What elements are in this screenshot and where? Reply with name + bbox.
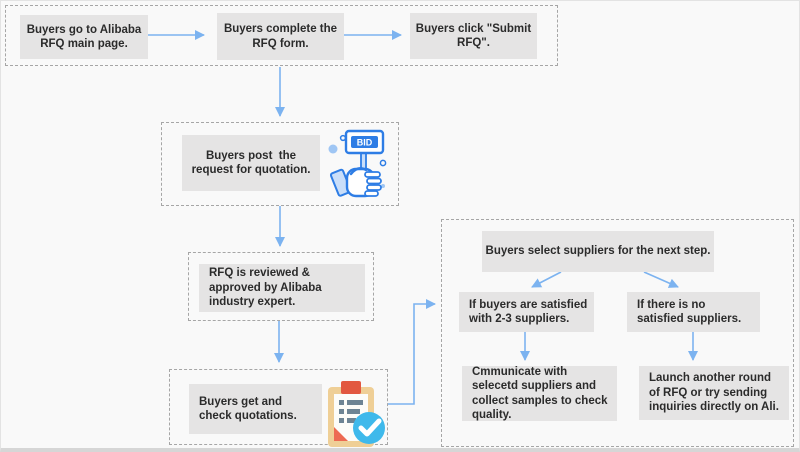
stage-review: RFQ is reviewed & approved by Alibaba in… <box>188 252 374 321</box>
bid-sign-label: BID <box>357 138 373 148</box>
step-communicate-suppliers: Cmmunicate with selecetd suppliers and c… <box>462 366 617 421</box>
branch-satisfied: If buyers are satisfied with 2-3 supplie… <box>459 292 594 332</box>
stage-post-request: Buyers post the request for quotation. B… <box>161 122 399 206</box>
stage-submit-rfq: Buyers go to Alibaba RFQ main page. Buye… <box>5 5 558 66</box>
stage-get-quotations: Buyers get and check quotations. <box>169 369 388 447</box>
arrow-quotations-to-selection <box>388 299 436 405</box>
step-get-quotations: Buyers get and check quotations. <box>189 384 322 434</box>
step-complete-form: Buyers complete the RFQ form. <box>217 13 344 60</box>
step-post-request: Buyers post the request for quotation. <box>182 135 320 191</box>
step-launch-another-round: Launch another round of RFQ or try sendi… <box>639 366 789 420</box>
stage-supplier-selection: Buyers select suppliers for the next ste… <box>441 219 794 447</box>
step-select-suppliers: Buyers select suppliers for the next ste… <box>482 231 714 272</box>
clipboard-checkmark-icon <box>328 381 385 447</box>
branch-not-satisfied: If there is no satisfied suppliers. <box>627 292 760 332</box>
step-click-submit: Buyers click "Submit RFQ". <box>410 13 537 59</box>
hand-holding-bid-sign-icon: BID <box>328 129 387 198</box>
step-go-to-rfq-page: Buyers go to Alibaba RFQ main page. <box>20 15 148 59</box>
step-review-approve: RFQ is reviewed & approved by Alibaba in… <box>199 264 365 312</box>
